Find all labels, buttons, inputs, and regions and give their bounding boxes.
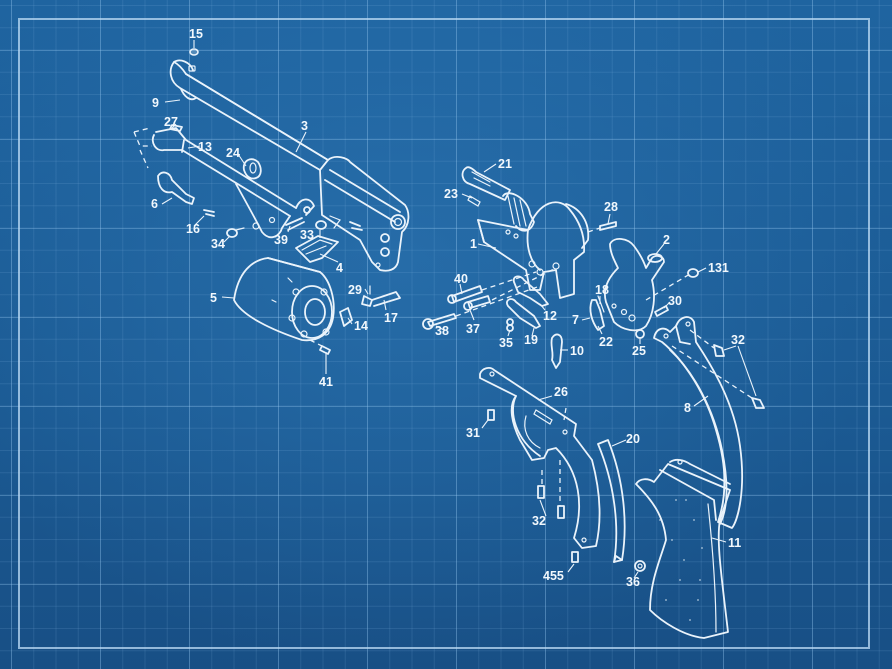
part-barrel — [169, 48, 410, 272]
label-10: 10 — [570, 344, 584, 358]
label-3: 3 — [301, 119, 308, 133]
part-backstrap — [653, 316, 765, 529]
label-12: 12 — [543, 309, 557, 323]
label-24: 24 — [226, 146, 240, 160]
label-36: 36 — [626, 575, 640, 589]
label-2: 2 — [663, 233, 670, 247]
label-7: 7 — [572, 313, 579, 327]
part-cylinder — [233, 257, 401, 355]
label-40: 40 — [454, 272, 468, 286]
label-13: 13 — [198, 140, 212, 154]
label-5: 5 — [210, 291, 217, 305]
label-35: 35 — [499, 336, 513, 350]
label-23: 23 — [444, 187, 458, 201]
label-14: 14 — [354, 319, 368, 333]
label-1: 1 — [470, 237, 477, 251]
part-grip — [635, 458, 731, 639]
label-25: 25 — [632, 344, 646, 358]
part-lockwork — [422, 267, 563, 369]
label-32-guard: 32 — [532, 514, 546, 528]
label-9: 9 — [152, 96, 159, 110]
label-131: 131 — [708, 261, 729, 275]
label-32-backstrap: 32 — [731, 333, 745, 347]
label-15: 15 — [189, 27, 203, 41]
label-39: 39 — [274, 233, 288, 247]
part-loading-lever — [133, 124, 363, 263]
blueprint-frame — [18, 18, 870, 649]
label-8: 8 — [684, 401, 691, 415]
label-38: 38 — [435, 324, 449, 338]
label-29: 29 — [348, 283, 362, 297]
label-16: 16 — [186, 222, 200, 236]
label-20: 20 — [626, 432, 640, 446]
label-33: 33 — [300, 228, 314, 242]
label-22: 22 — [599, 335, 613, 349]
label-34: 34 — [211, 237, 225, 251]
label-28: 28 — [604, 200, 618, 214]
label-11: 11 — [728, 536, 741, 550]
label-19: 19 — [524, 333, 538, 347]
part-labels: 15 9 3 27 13 24 6 16 34 39 33 4 5 29 17 … — [151, 27, 745, 589]
label-455: 455 — [543, 569, 564, 583]
label-31: 31 — [466, 426, 480, 440]
part-trigger-guard — [479, 367, 601, 563]
label-37: 37 — [466, 322, 480, 336]
label-30: 30 — [668, 294, 682, 308]
leader-lines — [161, 40, 757, 579]
label-17: 17 — [384, 311, 398, 325]
label-21: 21 — [498, 157, 512, 171]
label-18: 18 — [595, 283, 609, 297]
part-hammer — [589, 238, 699, 339]
label-27: 27 — [164, 115, 178, 129]
part-mainspring — [597, 439, 646, 572]
label-41: 41 — [319, 375, 333, 389]
label-26: 26 — [554, 385, 568, 399]
label-4: 4 — [336, 261, 343, 275]
label-6: 6 — [151, 197, 158, 211]
part-frame — [461, 166, 617, 299]
